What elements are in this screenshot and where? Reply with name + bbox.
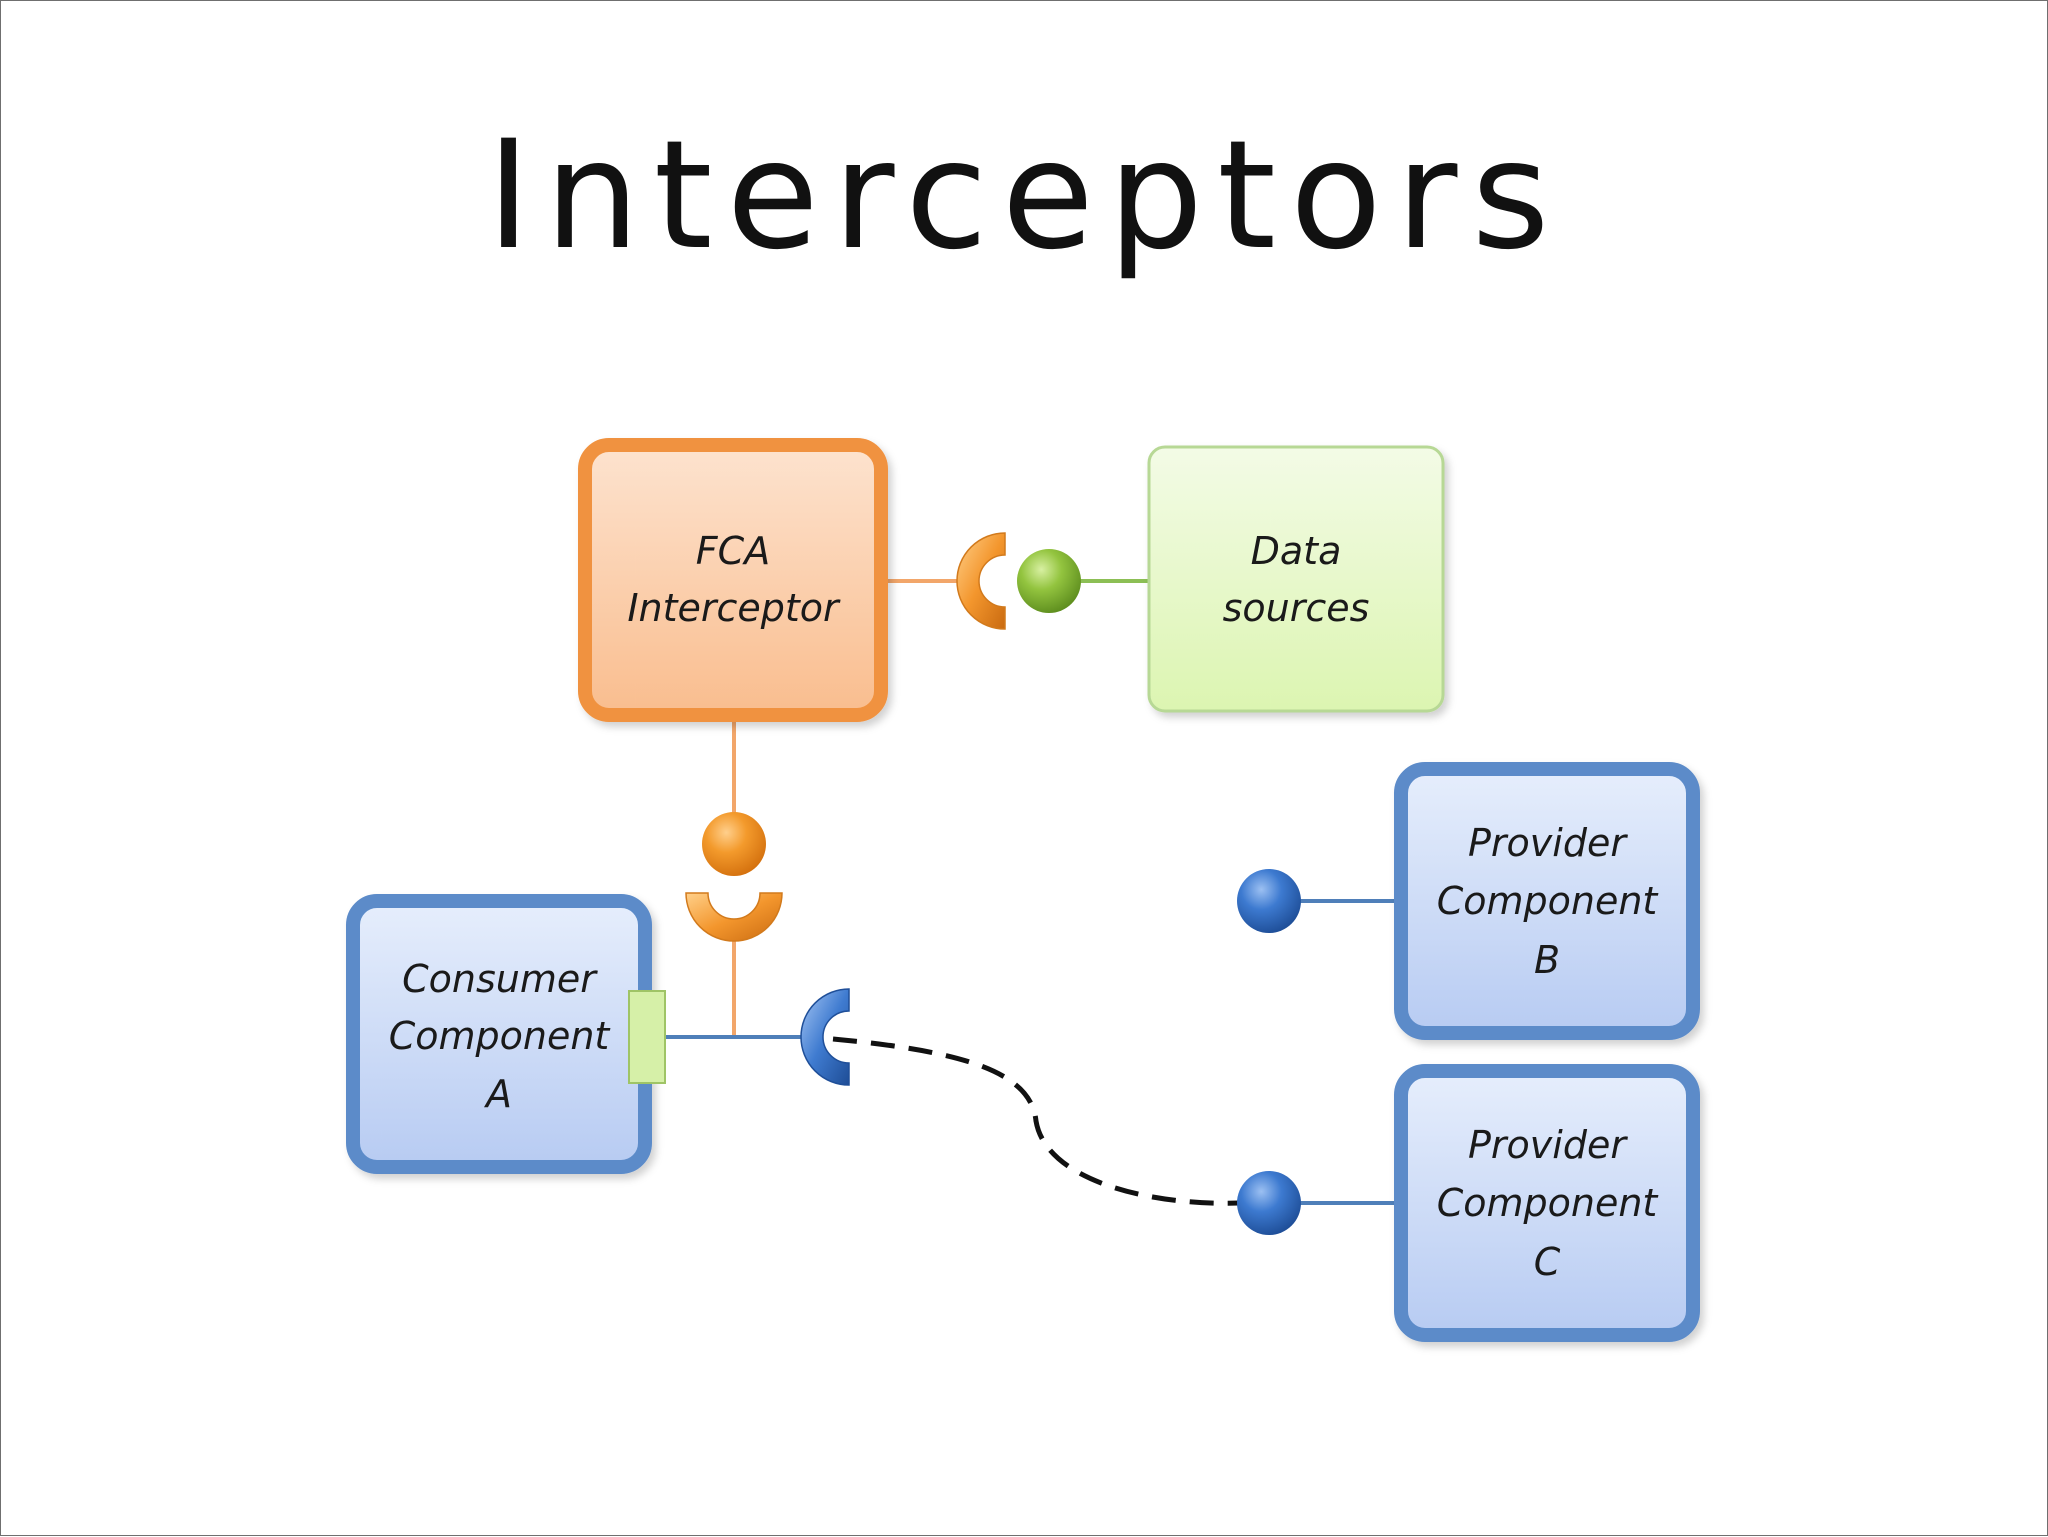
- consumer-a-label-2: Component: [389, 1014, 612, 1058]
- data-sources-label-2: sources: [1223, 586, 1370, 630]
- provider-c-label-1: Provider: [1468, 1123, 1628, 1167]
- provider-b-label-2: Component: [1437, 879, 1660, 923]
- consumer-a-label-3: A: [483, 1072, 512, 1116]
- slide-title: Interceptors: [486, 109, 1564, 283]
- fca-provided-port-icon: [702, 812, 766, 876]
- consumer-a-label-1: Consumer: [402, 957, 598, 1001]
- provider-b-port-icon: [1237, 869, 1301, 933]
- provider-c-label-2: Component: [1437, 1181, 1660, 1225]
- data-sources-box: [1147, 445, 1445, 713]
- dashed-connector: [832, 1036, 1240, 1206]
- fca-interceptor-box: [578, 438, 888, 722]
- fca-interceptor-label-2: Interceptor: [627, 586, 841, 630]
- provider-b-label-3: B: [1534, 938, 1560, 982]
- data-sources-port-icon: [1017, 549, 1081, 613]
- provider-component-b-box: [1394, 762, 1700, 1040]
- provider-component-c-box: [1394, 1064, 1700, 1342]
- fca-interceptor-label-1: FCA: [696, 529, 770, 573]
- data-sources-label-1: Data: [1251, 529, 1342, 573]
- provider-c-label-3: C: [1534, 1240, 1561, 1284]
- consumer-port: [628, 990, 666, 1084]
- consumer-required-socket-icon: [800, 988, 850, 1086]
- provider-c-port-icon: [1237, 1171, 1301, 1235]
- fca-required-socket-icon: [685, 892, 783, 942]
- fca-socket-icon: [956, 532, 1006, 630]
- provider-b-label-1: Provider: [1468, 821, 1628, 865]
